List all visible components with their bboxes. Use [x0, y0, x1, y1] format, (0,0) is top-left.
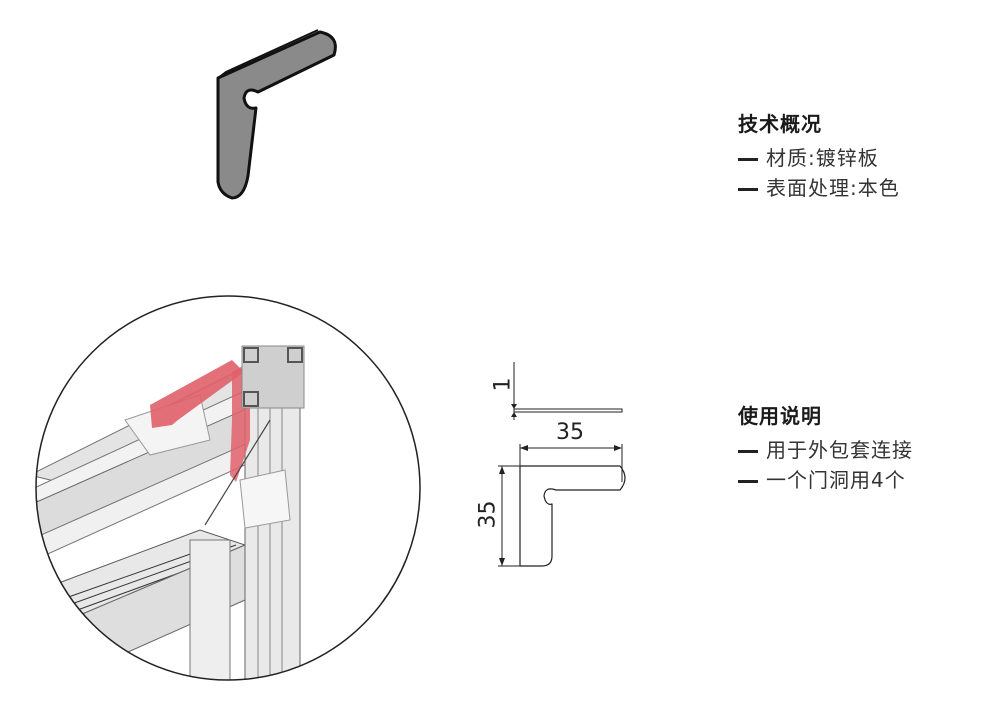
detail-circle-border — [35, 295, 421, 681]
dim-height-label: 35 — [475, 500, 501, 529]
bracket-3d-render — [216, 29, 337, 200]
tech-item-surface: 表面处理:本色 — [738, 173, 900, 203]
dim-thickness-label: 1 — [490, 377, 516, 392]
dash-icon — [738, 188, 758, 191]
tech-overview-title: 技术概况 — [738, 112, 822, 136]
dash-icon — [738, 158, 758, 161]
dimension-drawing — [498, 362, 626, 567]
dim-width-label: 35 — [556, 420, 584, 445]
usage-title: 使用说明 — [738, 404, 822, 428]
dash-icon — [738, 480, 758, 483]
usage-item-purpose: 用于外包套连接 — [738, 435, 913, 465]
tech-overview-panel: 技术概况 材质:镀锌板 表面处理:本色 — [738, 108, 900, 203]
usage-panel: 使用说明 用于外包套连接 一个门洞用4个 — [738, 400, 913, 495]
tech-item-material: 材质:镀锌板 — [738, 143, 900, 173]
install-detail-view — [36, 296, 420, 680]
dash-icon — [738, 450, 758, 453]
usage-item-quantity: 一个门洞用4个 — [738, 465, 913, 495]
